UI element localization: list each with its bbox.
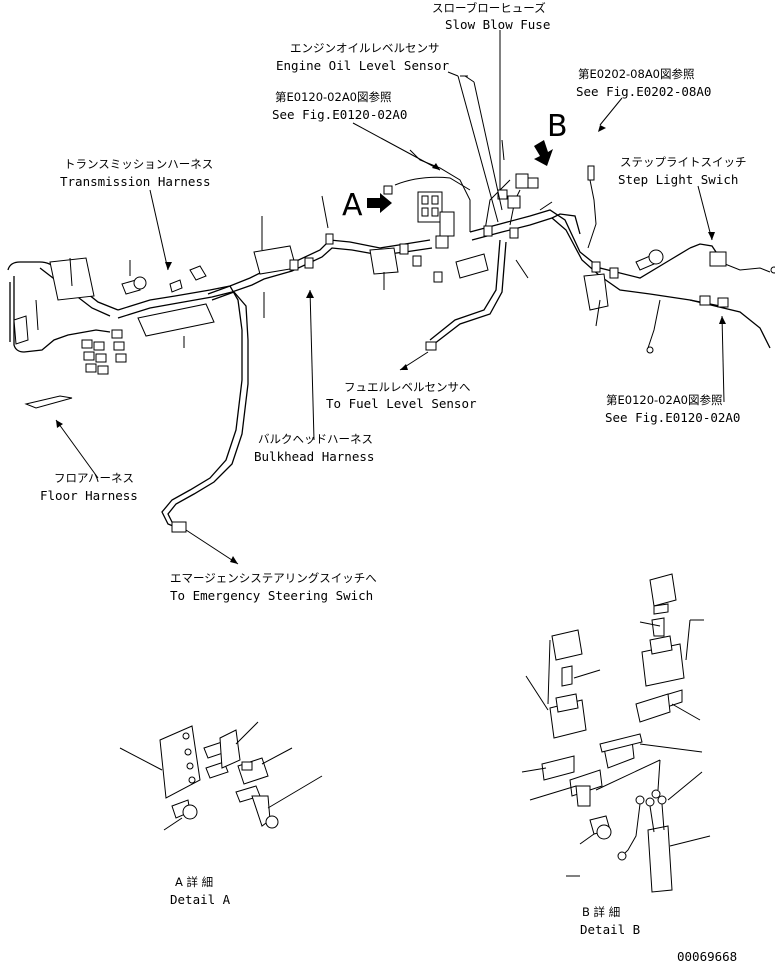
label-step-light-switch: ステップライトスイッチ Step Light Swich	[618, 155, 747, 187]
svg-text:第E0120-02A0図参照: 第E0120-02A0図参照	[275, 90, 392, 104]
label-detail-a: A 詳 細 Detail A	[170, 875, 231, 907]
slow-blow-fuse-part	[497, 173, 539, 209]
svg-text:Step Light Swich: Step Light Swich	[618, 172, 738, 187]
svg-text:See Fig.E0120-02A0: See Fig.E0120-02A0	[605, 410, 740, 425]
label-floor-harness: フロアハーネス Floor Harness	[40, 471, 138, 503]
svg-text:Detail A: Detail A	[170, 892, 231, 907]
marker-a: A	[342, 188, 363, 223]
small-connectors	[171, 185, 654, 533]
svg-text:第E0202-08A0図参照: 第E0202-08A0図参照	[578, 67, 695, 81]
marker-b: B	[547, 109, 568, 144]
svg-text:Bulkhead Harness: Bulkhead Harness	[254, 449, 374, 464]
detail-a-drawing	[119, 721, 323, 831]
svg-text:スローブローヒューズ: スローブローヒューズ	[432, 1, 546, 15]
svg-text:See Fig.E0120-02A0: See Fig.E0120-02A0	[272, 107, 407, 122]
label-see-fig-e0120-right: 第E0120-02A0図参照 See Fig.E0120-02A0	[605, 393, 740, 425]
svg-text:第E0120-02A0図参照: 第E0120-02A0図参照	[606, 393, 723, 407]
label-transmission-harness: トランスミッションハーネス Transmission Harness	[60, 157, 213, 189]
bolts	[121, 249, 664, 295]
label-see-fig-e0202: 第E0202-08A0図参照 See Fig.E0202-08A0	[576, 67, 711, 99]
svg-text:A 詳 細: A 詳 細	[175, 875, 213, 889]
svg-text:ステップライトスイッチ: ステップライトスイッチ	[620, 155, 747, 169]
svg-text:Slow Blow Fuse: Slow Blow Fuse	[445, 17, 550, 32]
svg-text:フュエルレベルセンサへ: フュエルレベルセンサへ	[344, 380, 471, 394]
svg-text:See Fig.E0202-08A0: See Fig.E0202-08A0	[576, 84, 711, 99]
svg-text:B 詳 細: B 詳 細	[582, 905, 620, 919]
svg-text:バルクヘッドハーネス: バルクヘッドハーネス	[258, 432, 373, 446]
label-engine-oil-level-sensor: エンジンオイルレベルセンサ Engine Oil Level Sensor	[276, 41, 450, 73]
label-see-fig-e0120-top: 第E0120-02A0図参照 See Fig.E0120-02A0	[272, 90, 407, 122]
svg-text:To Fuel Level Sensor: To Fuel Level Sensor	[326, 396, 477, 411]
clips	[289, 225, 729, 308]
svg-text:Floor Harness: Floor Harness	[40, 488, 138, 503]
svg-text:エンジンオイルレベルセンサ: エンジンオイルレベルセンサ	[290, 41, 440, 55]
left-connector-block	[13, 315, 127, 375]
svg-text:フロアハーネス: フロアハーネス	[54, 471, 134, 485]
arrow-a-icon	[367, 193, 392, 213]
svg-text:To Emergency Steering Swich: To Emergency Steering Swich	[170, 588, 373, 603]
svg-text:Detail B: Detail B	[580, 922, 640, 937]
label-to-fuel-level-sensor: フュエルレベルセンサへ To Fuel Level Sensor	[326, 380, 477, 411]
floor-harness-end	[24, 395, 73, 409]
leader-lines	[35, 30, 725, 565]
svg-text:トランスミッションハーネス: トランスミッションハーネス	[64, 157, 213, 171]
svg-text:Engine Oil Level Sensor: Engine Oil Level Sensor	[276, 58, 450, 73]
label-bulkhead-harness: バルクヘッドハーネス Bulkhead Harness	[254, 432, 374, 464]
svg-text:Transmission Harness: Transmission Harness	[60, 174, 211, 189]
label-to-emergency-steering: エマージェンシステアリングスイッチへ To Emergency Steering…	[170, 571, 377, 603]
arrow-b-icon	[534, 140, 553, 166]
drawing-number: 00069668	[677, 949, 737, 964]
svg-text:エマージェンシステアリングスイッチへ: エマージェンシステアリングスイッチへ	[170, 571, 377, 585]
detail-b-drawing	[521, 573, 711, 893]
fuse-box	[417, 191, 455, 249]
label-detail-b: B 詳 細 Detail B	[580, 905, 640, 937]
label-slow-blow-fuse: スローブローヒューズ Slow Blow Fuse	[432, 1, 550, 32]
main-harness	[7, 149, 771, 529]
step-light-switch-part	[587, 165, 775, 274]
arrow-heads	[56, 125, 726, 564]
